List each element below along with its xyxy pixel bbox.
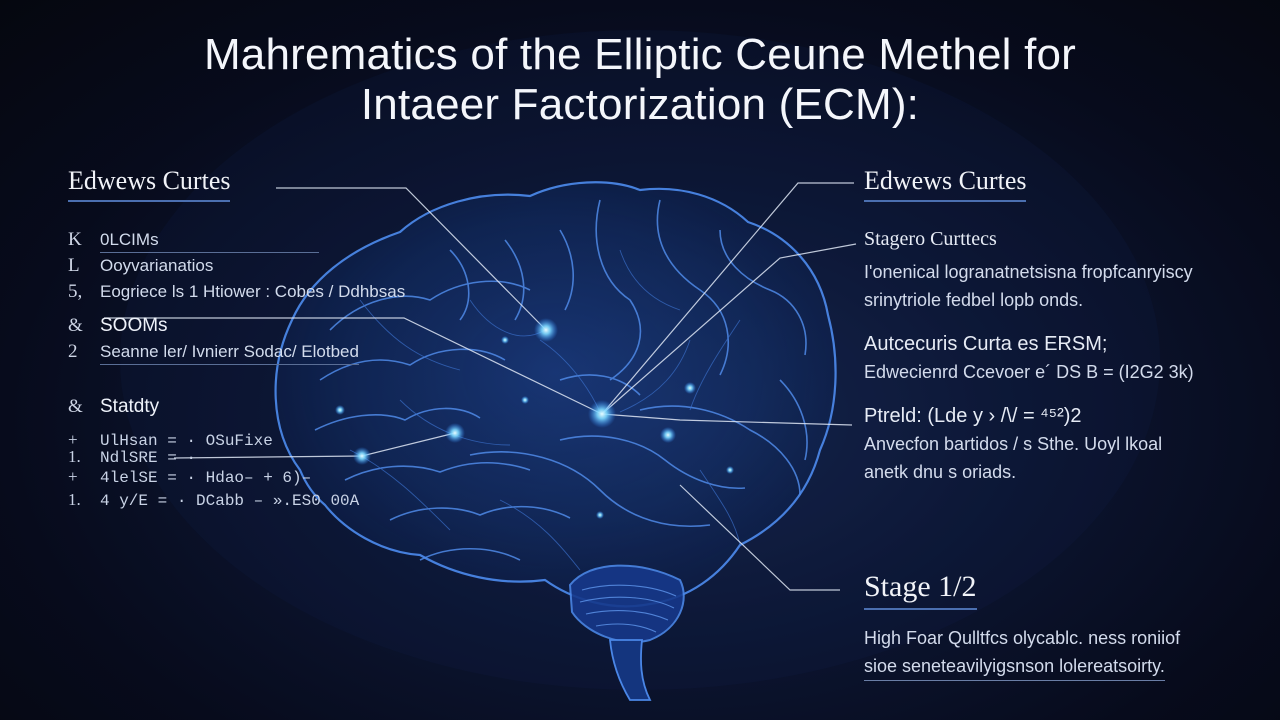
callout-line-left-top bbox=[276, 187, 547, 331]
stability-heading: &Statdty bbox=[68, 396, 159, 418]
left-row-2-text: Ooyvarianatios bbox=[100, 256, 214, 275]
left-row-3-bullet: 5, bbox=[68, 281, 83, 302]
right-subheading-1: Stagero Curttecs bbox=[864, 228, 997, 250]
right-subheading-3: Ptreld: (Lde y › /\/ = ⁴⁵²)2 bbox=[864, 405, 1082, 427]
brain-stem bbox=[609, 639, 652, 701]
right-text-1: I'onenical logranatnetsisna fropfcanryis… bbox=[864, 258, 1193, 314]
left-row-1: K 0LCIMs bbox=[68, 229, 319, 253]
stage-title: Stage 1/2 bbox=[864, 570, 977, 610]
stability-row-4-text: 4 y/E = · DCabb – ».ES0 00A bbox=[100, 492, 360, 510]
stability-row-1-bullet: + bbox=[68, 430, 78, 449]
right-text-1-line-1: I'onenical logranatnetsisna fropfcanryis… bbox=[864, 262, 1193, 282]
stability-bullet: & bbox=[68, 396, 83, 417]
left-row-4-text: SOOMs bbox=[100, 315, 168, 336]
stability-row-1-text: UlHsan = · OSuFixe bbox=[100, 432, 273, 450]
right-text-3-line-2: anetk dnu s oriads. bbox=[864, 462, 1017, 482]
left-row-1-text: 0LCIMs bbox=[100, 230, 319, 253]
right-heading: Edwews Curtes bbox=[864, 166, 1027, 202]
left-row-3: 5, Eogriece ls 1 Htiower : Cobes / Ddhbsa… bbox=[68, 281, 405, 303]
callout-line-stage bbox=[679, 484, 840, 591]
left-row-4: &SOOMs bbox=[68, 315, 168, 337]
brain-cerebellum bbox=[568, 564, 685, 644]
page-title-line-1: Mahrematics of the Elliptic Ceune Methel… bbox=[203, 30, 1077, 79]
left-row-3-text: Eogriece ls 1 Htiower : Cobes / Ddhbsas bbox=[100, 282, 406, 301]
left-row-5: 2 Seanne ler/ Ivnierr Sodac/ Elotbed bbox=[68, 341, 359, 365]
stability-row-2-bullet: 1. bbox=[68, 447, 81, 466]
stability-row-4-bullet: 1. bbox=[68, 490, 81, 509]
right-text-3-line-1: Anvecfon bartidos / s Sthe. Uoyl lkoal bbox=[864, 434, 1163, 454]
stability-row-3-text: 4lelSE = · Hdao– + 6)– bbox=[100, 469, 312, 487]
callout-line-right-2 bbox=[601, 243, 857, 415]
page-title-line-2: Intaeer Factorization (ECM): bbox=[360, 80, 920, 129]
stability-row-2-text: NdlSRE = · bbox=[100, 449, 197, 467]
page-title: Mahrematics of the Elliptic Ceune Methel… bbox=[0, 30, 1280, 130]
left-row-2-bullet: L bbox=[68, 255, 80, 276]
right-text-2: Edwecienrd Ccevoer e´ DS B = (I2G2 3k) bbox=[864, 362, 1194, 382]
neural-nodes bbox=[335, 318, 734, 519]
stability-row-3-bullet: + bbox=[68, 467, 78, 486]
stage-text-line-1: High Foar Qulltfcs olycablc. ness roniio… bbox=[864, 628, 1181, 648]
stability-row-3: +4lelSE = · Hdao– + 6)– bbox=[68, 467, 311, 487]
right-text-1-line-2: srinytriole fedbel lopb onds. bbox=[864, 290, 1084, 310]
stage-text-line-2: sioe seneteavilyigsnson lolereatsoirty. bbox=[864, 652, 1165, 681]
left-row-4-bullet: & bbox=[68, 315, 83, 336]
stability-row-1: + UlHsan = · OSuFixe bbox=[68, 430, 273, 450]
right-subheading-2: Autcecuris Curta es ERSM; bbox=[864, 333, 1108, 355]
left-row-2: L Ooyvarianatios bbox=[68, 255, 213, 277]
left-row-5-text: Seanne ler/ Ivnierr Sodac/ Elotbed bbox=[100, 342, 359, 365]
stage-text: High Foar Qulltfcs olycablc. ness roniio… bbox=[864, 624, 1180, 681]
stability-label: Statdty bbox=[100, 396, 160, 417]
right-text-3: Anvecfon bartidos / s Sthe. Uoyl lkoal a… bbox=[864, 430, 1162, 486]
callout-line-right-3 bbox=[601, 413, 853, 426]
stability-row-4: 1. 4 y/E = · DCabb – ».ES0 00A bbox=[68, 490, 359, 510]
left-row-1-bullet: K bbox=[68, 229, 82, 250]
callout-line-left-mid bbox=[104, 317, 603, 415]
left-row-5-bullet: 2 bbox=[68, 341, 78, 362]
callout-line-right-top bbox=[601, 182, 854, 415]
stability-row-2: 1. NdlSRE = · bbox=[68, 447, 196, 467]
left-heading: Edwews Curtes bbox=[68, 166, 231, 202]
